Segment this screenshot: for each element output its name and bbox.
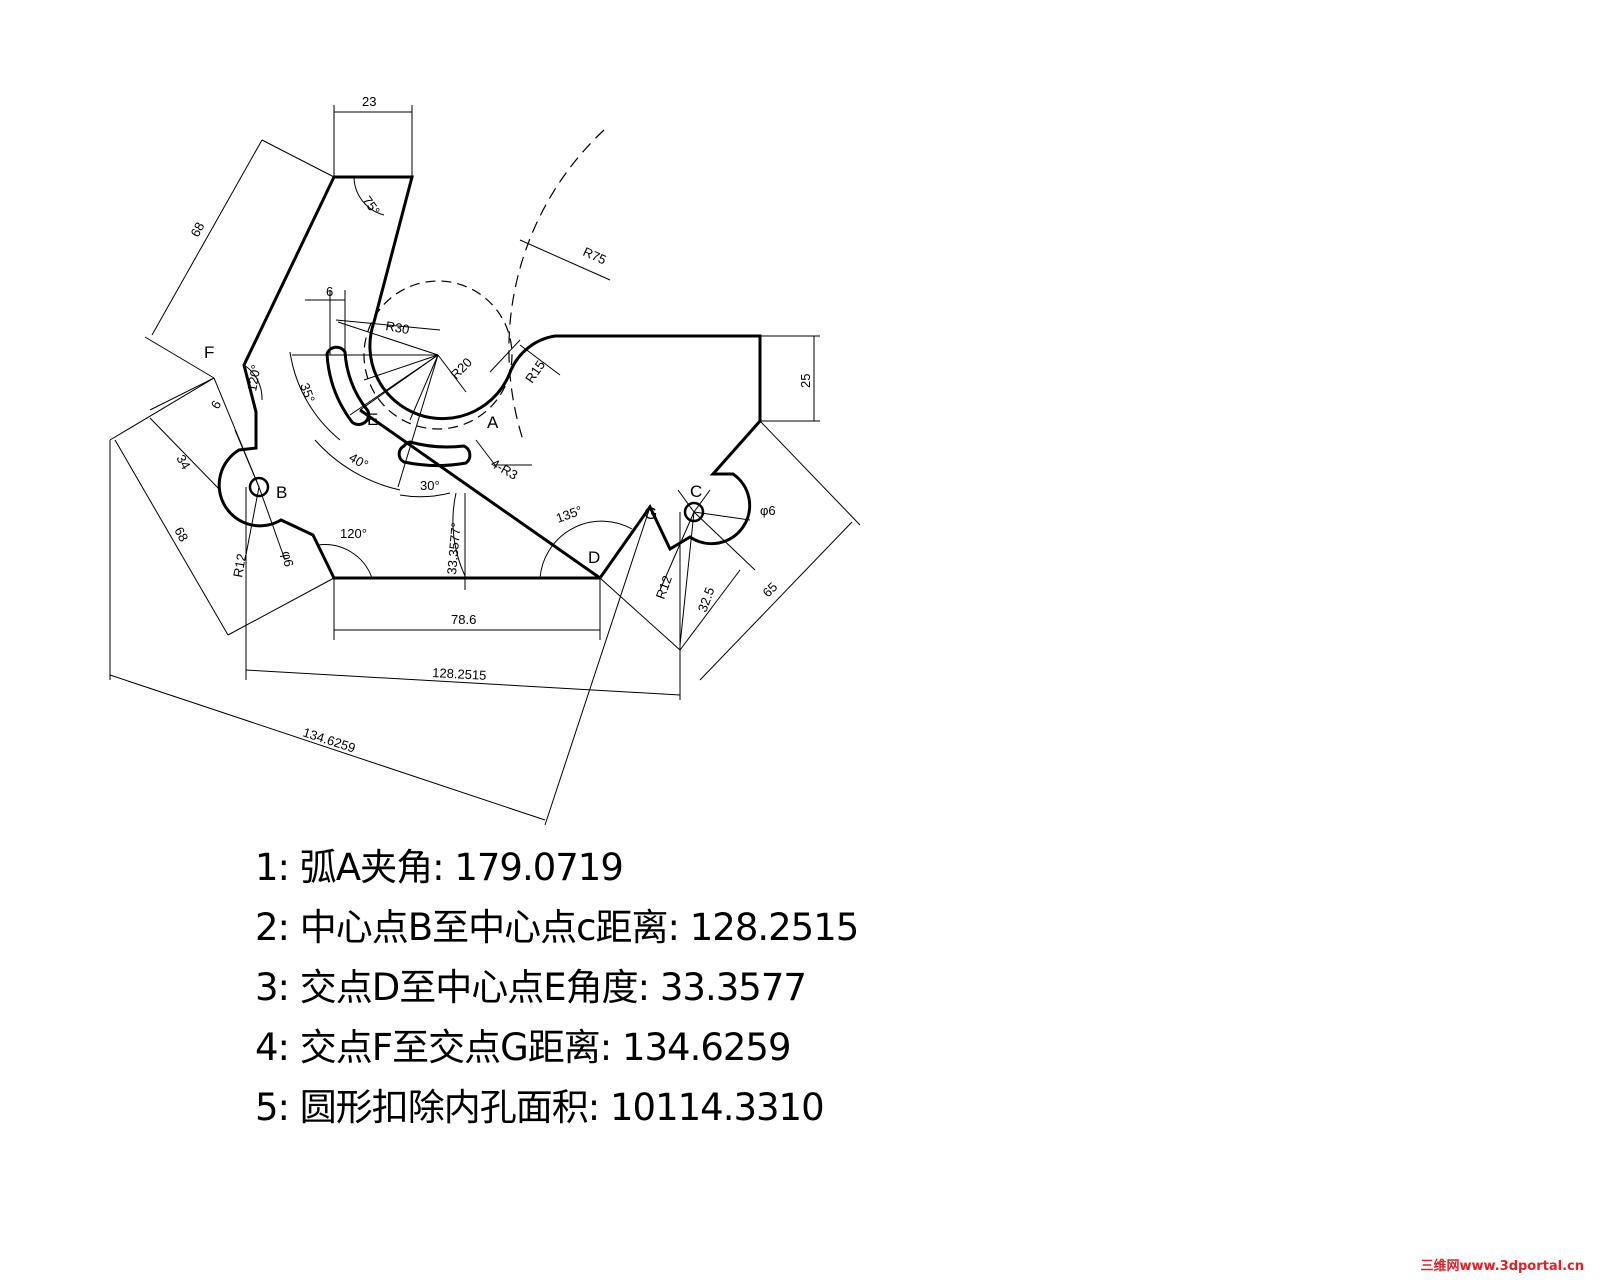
- dim-134: 134.6259: [301, 725, 357, 756]
- part-outline: [217, 175, 762, 580]
- result-value: 128.2515: [689, 906, 860, 949]
- dim-height-25: 25: [798, 374, 813, 388]
- point-b-label: B: [276, 483, 287, 502]
- point-d-label: D: [588, 548, 600, 567]
- dimension-lines: [109, 105, 861, 826]
- point-a-label: A: [487, 413, 499, 432]
- results-list: 1: 弧A夹角: 179.0719 2: 中心点B至中心点c距离: 128.25…: [255, 838, 860, 1138]
- result-text: 圆形扣除内孔面积:: [299, 1086, 600, 1129]
- dim-r15: R15: [522, 358, 548, 386]
- dim-angle-120-bottom: 120°: [340, 526, 367, 541]
- dim-angle-120-top: 120°: [244, 363, 263, 392]
- radial-lines: [292, 321, 467, 488]
- result-line: 5: 圆形扣除内孔面积: 10114.3310: [255, 1078, 858, 1138]
- point-c-label: C: [690, 482, 702, 501]
- lower-slot: [397, 440, 472, 468]
- result-text: 弧A夹角:: [299, 846, 445, 889]
- result-number: 2:: [255, 906, 290, 949]
- result-number: 4:: [255, 1026, 290, 1069]
- result-value: 10114.3310: [610, 1086, 825, 1129]
- dim-angle-40: 40°: [347, 450, 372, 473]
- dim-65: 65: [760, 579, 781, 600]
- result-text: 中心点B至中心点c距离:: [299, 906, 680, 949]
- result-text: 交点D至中心点E角度:: [299, 966, 650, 1009]
- result-text: 交点F至交点G距离:: [299, 1026, 612, 1069]
- point-e-label: E: [367, 410, 378, 429]
- dim-r12-right: R12: [653, 573, 675, 601]
- result-line: 4: 交点F至交点G距离: 134.6259: [255, 1018, 858, 1078]
- result-number: 1:: [255, 846, 290, 889]
- result-line: 3: 交点D至中心点E角度: 33.3577: [255, 958, 858, 1018]
- dim-left-small: 6: [208, 398, 225, 412]
- dim-78-6: 78.6: [451, 612, 476, 627]
- dim-r75: R75: [581, 244, 609, 267]
- dim-r30: R30: [384, 318, 410, 337]
- dim-128: 128.2515: [432, 665, 487, 683]
- dim-r20: R20: [448, 355, 475, 382]
- point-g-label: G: [644, 504, 657, 523]
- line-d-e: [359, 408, 601, 580]
- dim-angle-135: 135°: [554, 503, 584, 526]
- result-value: 179.0719: [454, 846, 624, 889]
- result-number: 3:: [255, 966, 290, 1009]
- upper-slot: [325, 345, 371, 427]
- result-line: 2: 中心点B至中心点c距离: 128.2515: [255, 898, 860, 958]
- dim-phi6-right: φ6: [760, 503, 776, 518]
- r75-dashed-arc: [508, 129, 605, 441]
- point-f-label: F: [204, 343, 214, 362]
- dim-angle-35: 35°: [297, 381, 318, 405]
- dim-top-width: 23: [362, 94, 376, 109]
- hole-b: [248, 476, 270, 498]
- result-value: 134.6259: [621, 1026, 792, 1069]
- dim-68-lower: 68: [171, 524, 191, 544]
- dim-angle-30: 30°: [420, 478, 440, 493]
- dim-angle-33: 33.3577°: [444, 522, 463, 575]
- hole-rays: [213, 377, 756, 591]
- dim-phi6-left: φ6: [279, 550, 296, 568]
- watermark: 三维网www.3dportal.cn: [1420, 1259, 1584, 1274]
- hole-c: [683, 501, 705, 523]
- dim-slot-width: 6: [326, 284, 333, 299]
- result-number: 5:: [255, 1086, 290, 1129]
- dim-r12-left: R12: [230, 552, 249, 578]
- dim-slot-radius: 4-R3: [489, 456, 521, 483]
- dim-left-edge: 68: [187, 220, 207, 240]
- result-value: 33.3577: [659, 966, 807, 1009]
- result-line: 1: 弧A夹角: 179.0719: [255, 838, 858, 898]
- dim-32-5: 32.5: [695, 585, 718, 614]
- dim-34: 34: [173, 452, 193, 472]
